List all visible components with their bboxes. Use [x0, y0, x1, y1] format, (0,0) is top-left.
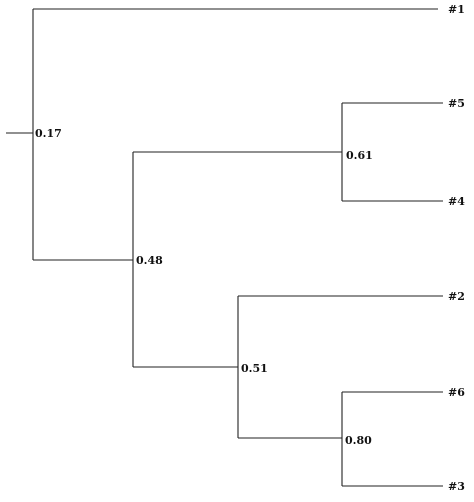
- node-label-048: 0.48: [136, 254, 163, 267]
- leaf-label-3: #3: [448, 480, 465, 493]
- leaf-label-5: #5: [448, 97, 465, 110]
- node-label-051: 0.51: [241, 362, 268, 375]
- node-label-root: 0.17: [35, 127, 62, 140]
- leaf-label-2: #2: [448, 290, 465, 303]
- leaf-label-6: #6: [448, 386, 465, 399]
- leaf-label-4: #4: [448, 195, 465, 208]
- node-label-080: 0.80: [345, 434, 372, 447]
- node-label-061: 0.61: [346, 149, 373, 162]
- leaf-label-1: #1: [448, 3, 465, 16]
